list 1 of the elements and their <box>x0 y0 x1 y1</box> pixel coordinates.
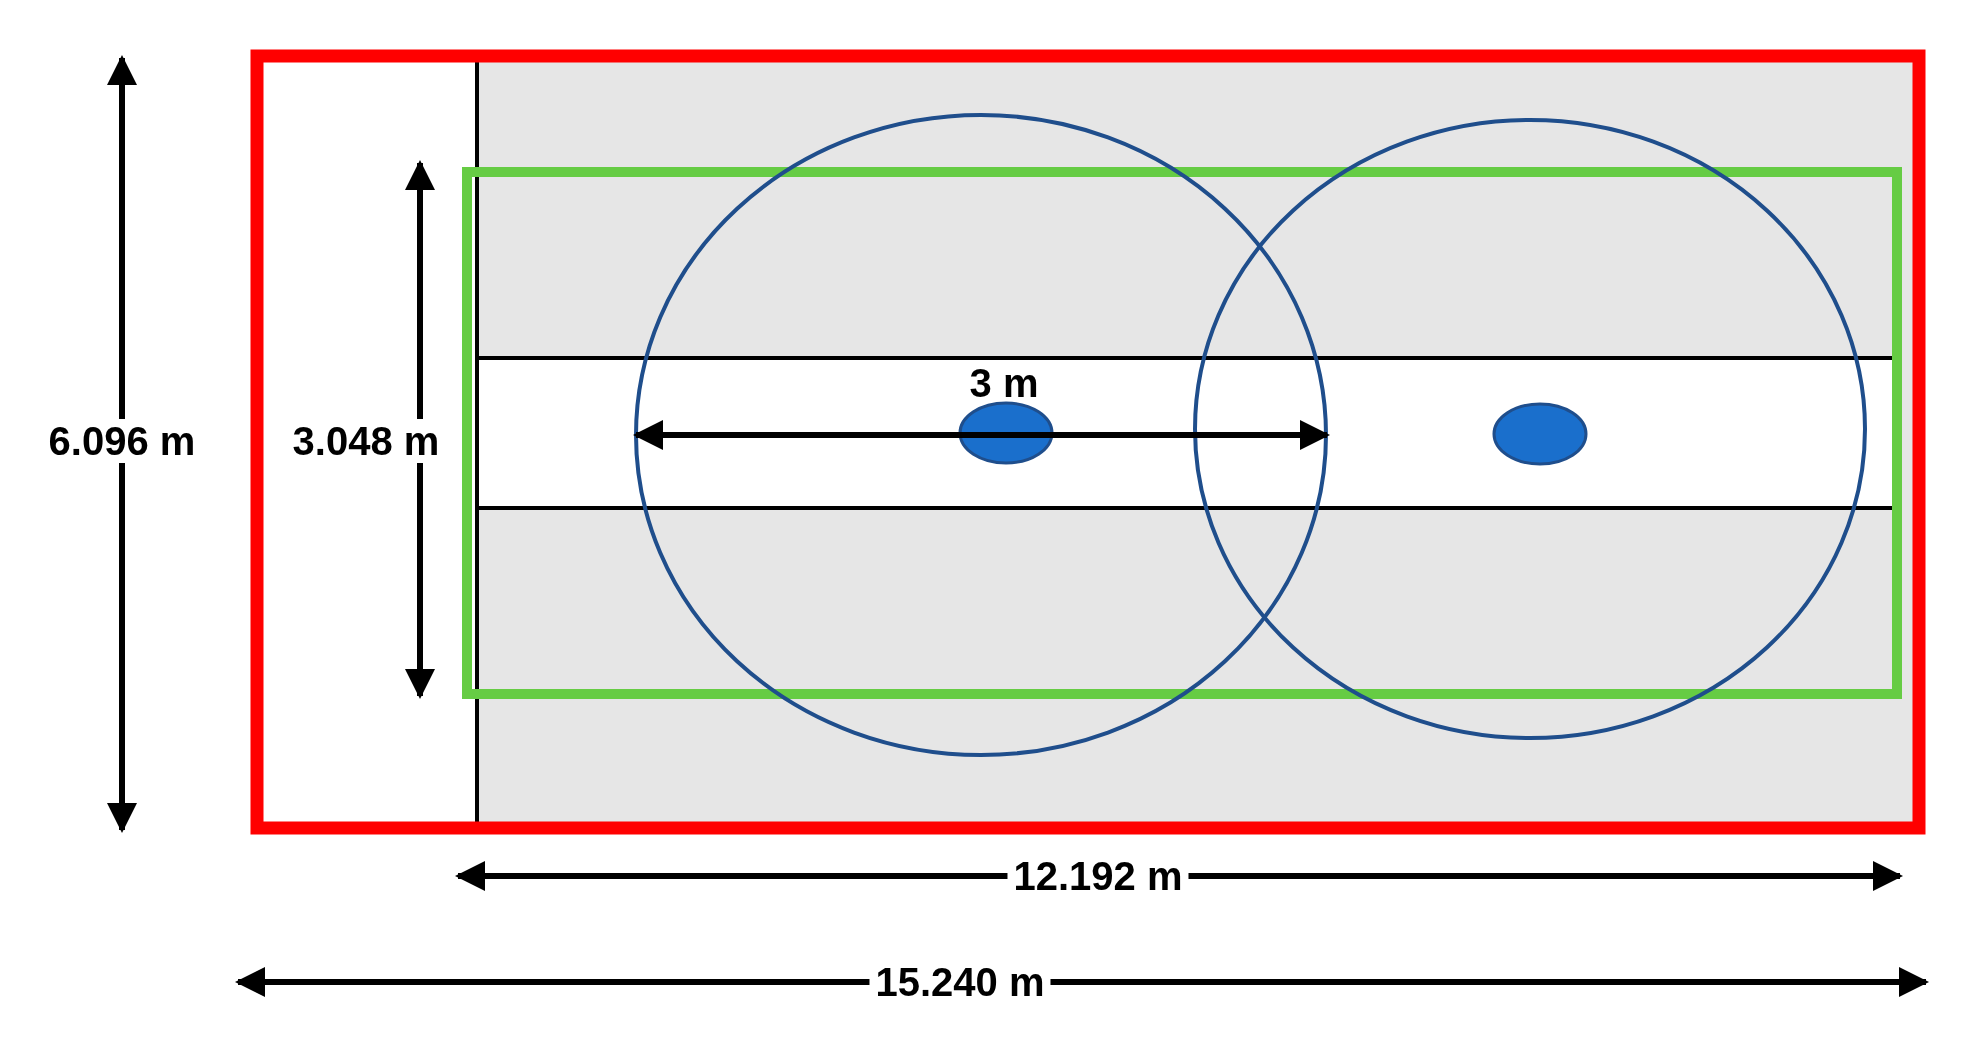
dimension-label: 3 m <box>968 361 1040 405</box>
